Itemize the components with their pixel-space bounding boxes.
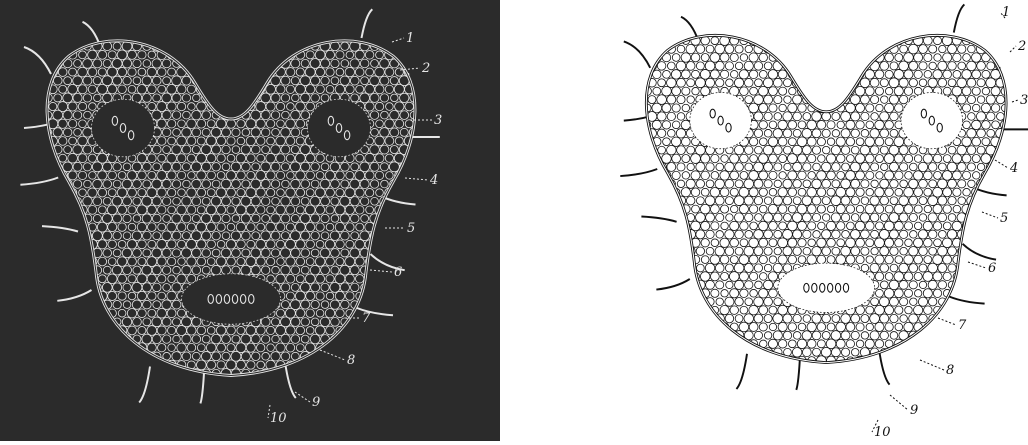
callout-number-7: 7 — [362, 311, 371, 326]
vascular-bundle — [690, 92, 752, 148]
callout-number-9: 9 — [312, 395, 320, 410]
callout-number-6: 6 — [988, 261, 996, 276]
light-panel: 1 2 3 4 5 6 7 8 9 10 — [520, 0, 1028, 441]
callout-number-1: 1 — [1002, 5, 1010, 20]
callout-number-3: 3 — [434, 113, 442, 128]
callout-number-6: 6 — [394, 265, 402, 280]
callout-number-8: 8 — [347, 353, 355, 368]
vascular-bundle — [778, 263, 875, 312]
callout-number-2: 2 — [1017, 39, 1026, 54]
light-cross-section-illustration: 1 2 3 4 5 6 7 8 9 10 — [520, 0, 1028, 441]
vascular-bundle — [308, 99, 371, 157]
callout-number-2: 2 — [421, 61, 430, 76]
vascular-bundle — [92, 99, 155, 157]
callout-number-7: 7 — [958, 318, 967, 333]
callout-number-5: 5 — [1000, 211, 1008, 226]
callout-number-10: 10 — [270, 411, 287, 426]
dark-panel: 12 3 4 5 6 7 8 9 10 — [0, 0, 500, 441]
callout-number-3: 3 — [1020, 93, 1028, 108]
callout-number-4: 4 — [429, 173, 438, 188]
vascular-bundle — [901, 92, 963, 148]
callout-number-5: 5 — [407, 221, 415, 236]
vascular-bundle — [182, 274, 281, 324]
callout-number-9: 9 — [910, 403, 918, 418]
callout-number-8: 8 — [946, 363, 954, 378]
dark-cross-section-illustration: 12 3 4 5 6 7 8 9 10 — [0, 0, 500, 441]
callout-number-10: 10 — [874, 425, 891, 440]
callout-number-1: 1 — [406, 31, 414, 46]
callout-number-4: 4 — [1009, 161, 1018, 176]
